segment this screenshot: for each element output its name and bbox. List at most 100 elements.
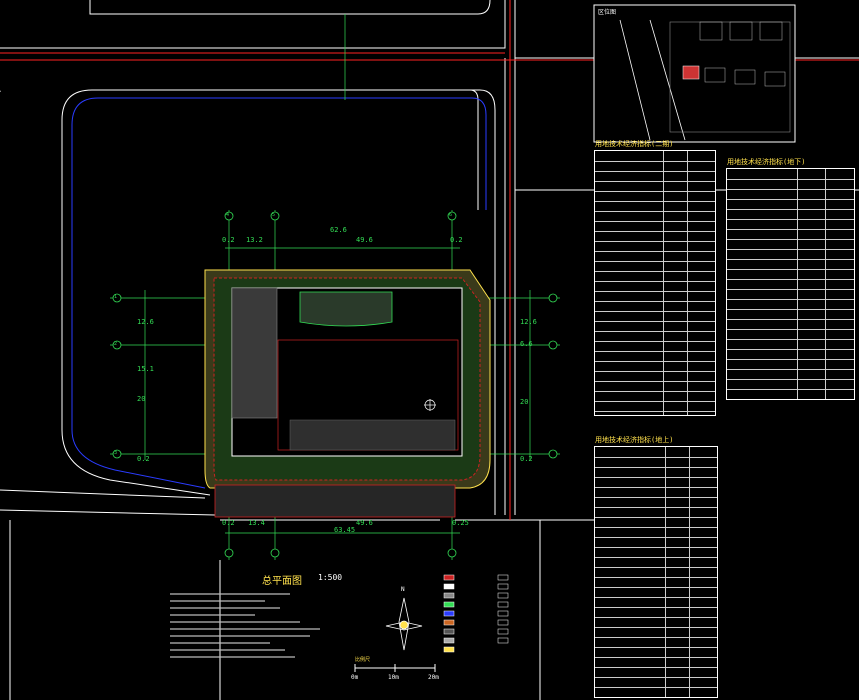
table-row — [595, 657, 717, 658]
table-row — [595, 627, 717, 628]
table-row — [595, 527, 717, 528]
table-row — [595, 411, 715, 412]
table-row — [595, 261, 715, 262]
building-footprint — [231, 287, 463, 457]
table-row — [595, 191, 715, 192]
table-row — [727, 269, 854, 270]
table-row — [595, 667, 717, 668]
scale-bar — [354, 664, 436, 672]
table-row — [595, 181, 715, 182]
table-row — [595, 281, 715, 282]
dim-bottom-3: 0.25 — [452, 519, 469, 527]
table-row — [595, 567, 717, 568]
table-tech-indicators-3: 用地技术经济指标(地上) — [594, 436, 718, 698]
table-row — [727, 179, 854, 180]
dim-right-1: 6.6 — [520, 340, 533, 348]
table-row — [595, 371, 715, 372]
table-row — [595, 221, 715, 222]
axis-marker-2: 2 — [114, 341, 118, 347]
table-row — [727, 309, 854, 310]
table3-title: 用地技术经济指标(地上) — [595, 436, 674, 444]
table-row — [595, 517, 717, 518]
scale-tick-0: 0m — [351, 674, 359, 681]
table-row — [595, 637, 717, 638]
axis-marker-1: 1 — [114, 294, 118, 300]
table-row — [595, 321, 715, 322]
table-row — [595, 401, 715, 402]
table1-title: 用地技术经济指标(二期) — [595, 140, 674, 148]
table-row — [595, 391, 715, 392]
table-row — [727, 229, 854, 230]
north-arrow-label: N — [401, 586, 405, 593]
table-row — [595, 271, 715, 272]
table-row — [595, 597, 717, 598]
table-row — [595, 351, 715, 352]
table-row — [595, 171, 715, 172]
design-notes-block — [170, 593, 320, 658]
scale-tick-20: 20m — [428, 674, 439, 681]
plan-scale: 1:500 — [318, 573, 343, 582]
table-row — [595, 467, 717, 468]
table-row — [727, 259, 854, 260]
dim-left-2: 20 — [137, 395, 146, 403]
table-row — [727, 279, 854, 280]
table-row — [727, 249, 854, 250]
table-row — [595, 557, 717, 558]
table-tech-indicators-2: 用地技术经济指标(地下) — [726, 158, 855, 400]
table-row — [595, 587, 717, 588]
table-row — [727, 199, 854, 200]
table-row — [595, 341, 715, 342]
dim-right-3: 0.2 — [520, 455, 533, 463]
table-row — [727, 209, 854, 210]
plan-title: 总平面图 — [262, 576, 302, 587]
axis-marker-3: 3 — [114, 450, 118, 456]
legend-swatches — [443, 574, 509, 653]
table-row — [595, 677, 717, 678]
curb-lines — [71, 97, 487, 489]
table-row — [595, 231, 715, 232]
table-row — [595, 161, 715, 162]
table-row — [727, 189, 854, 190]
location-map-frame — [593, 4, 796, 143]
table-row — [595, 361, 715, 362]
table-row — [595, 547, 717, 548]
dim-top-2: 49.6 — [356, 236, 373, 244]
table-row — [595, 507, 717, 508]
dim-bottom-0: 0.2 — [222, 519, 235, 527]
dim-top-3: 0.2 — [450, 236, 463, 244]
table-row — [595, 607, 717, 608]
table-row — [595, 241, 715, 242]
table-row — [727, 379, 854, 380]
dim-right-0: 12.6 — [520, 318, 537, 326]
table-row — [595, 301, 715, 302]
scale-tick-10: 10m — [388, 674, 399, 681]
table-row — [727, 389, 854, 390]
table-row — [595, 537, 717, 538]
north-arrow-icon — [385, 597, 423, 651]
table-row — [727, 349, 854, 350]
dim-bottom-1: 13.4 — [248, 519, 265, 527]
table-row — [727, 359, 854, 360]
table-row — [727, 289, 854, 290]
dim-top-total: 62.6 — [330, 226, 347, 234]
dim-right-2: 20 — [520, 398, 529, 406]
axis-marker-6: 6 — [449, 212, 453, 218]
table-row — [595, 647, 717, 648]
table-row — [727, 369, 854, 370]
dim-top-1: 13.2 — [246, 236, 263, 244]
table-row — [727, 299, 854, 300]
table-row — [595, 251, 715, 252]
table-row — [595, 291, 715, 292]
table-row — [595, 687, 717, 688]
table2-title: 用地技术经济指标(地下) — [727, 158, 806, 166]
table-row — [595, 457, 717, 458]
dim-left-1: 15.1 — [137, 365, 154, 373]
table-row — [595, 311, 715, 312]
table-row — [595, 617, 717, 618]
table-row — [727, 219, 854, 220]
table-row — [595, 211, 715, 212]
table-row — [727, 329, 854, 330]
axis-marker-4: 4 — [226, 212, 230, 218]
table-row — [595, 497, 717, 498]
